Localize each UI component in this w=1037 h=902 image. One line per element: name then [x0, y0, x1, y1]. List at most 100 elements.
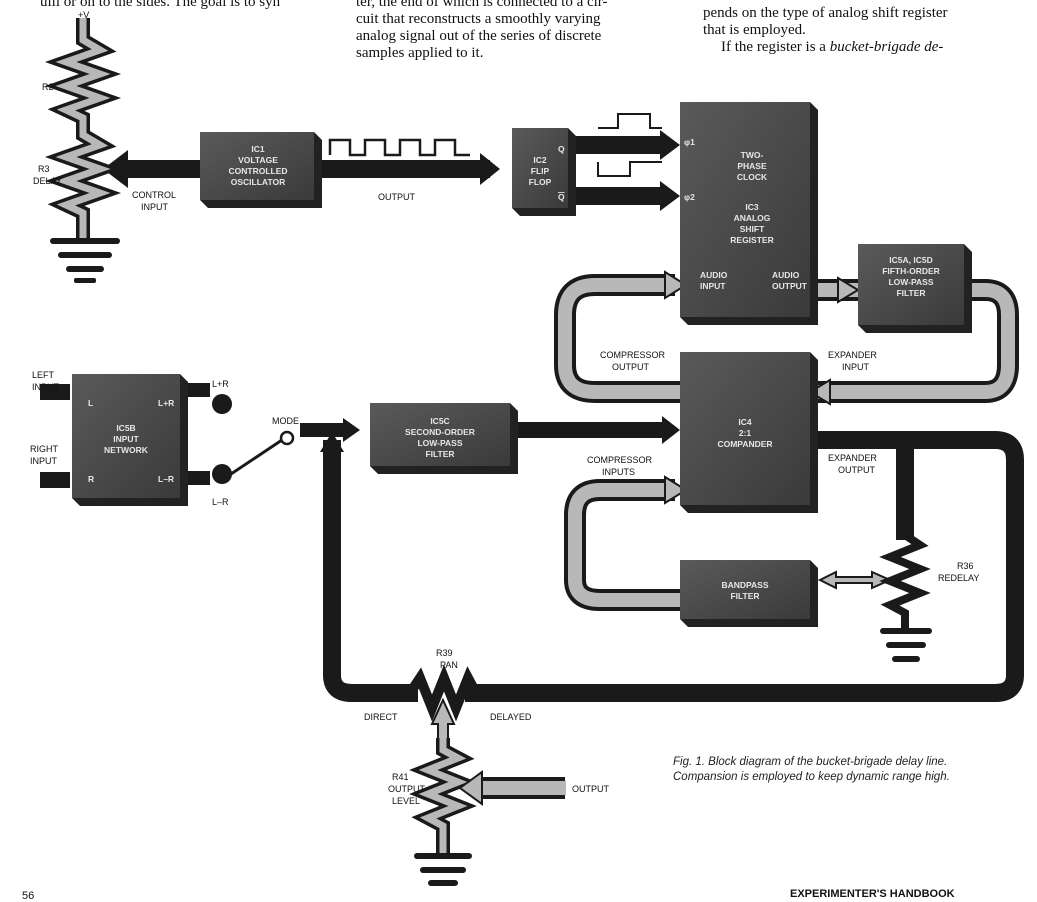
r-pin-label: R [88, 474, 94, 484]
r41-output-label: OUTPUT [388, 784, 426, 794]
expander-input-label: EXPANDER [828, 350, 877, 360]
svg-text:LOW-PASS: LOW-PASS [417, 438, 462, 448]
svg-text:FILTER: FILTER [425, 449, 454, 459]
ic5c-block [370, 403, 518, 474]
svg-text:OSCILLATOR: OSCILLATOR [231, 177, 285, 187]
ic1-block [200, 132, 322, 208]
ground-r41 [414, 853, 472, 886]
svg-text:IC2: IC2 [533, 155, 547, 165]
r36-label: R36 [957, 561, 974, 571]
q-bar-label: Q [558, 192, 565, 202]
r2-label: R2 [42, 82, 54, 92]
compressor-inputs-label: COMPRESSOR [587, 455, 653, 465]
right-input-label: RIGHT [30, 444, 59, 454]
compressor-output-label: COMPRESSOR [600, 350, 666, 360]
svg-text:TWO-: TWO- [741, 150, 764, 160]
r39-pan-label: PAN [440, 660, 458, 670]
svg-text:CONTROLLED: CONTROLLED [228, 166, 287, 176]
ic4-block [680, 352, 818, 513]
ic3-block [680, 102, 818, 325]
ground-r36 [880, 628, 932, 662]
ic2-block [512, 128, 576, 216]
svg-text:FLOP: FLOP [529, 177, 552, 187]
control-input-label-2: INPUT [141, 202, 169, 212]
svg-text:COMPANDER: COMPANDER [717, 439, 772, 449]
svg-text:FILTER: FILTER [730, 591, 759, 601]
compressor-output-label-2: OUTPUT [612, 362, 650, 372]
expander-input-label-2: INPUT [842, 362, 870, 372]
direct-label: DIRECT [364, 712, 398, 722]
bandpass-block [680, 560, 818, 627]
phase2-waveform [597, 161, 662, 177]
ic5a-block [858, 244, 972, 333]
svg-text:2:1: 2:1 [739, 428, 752, 438]
svg-text:ANALOG: ANALOG [734, 213, 771, 223]
audio-input-label: AUDIO [700, 270, 728, 280]
grey-arrowheads [664, 270, 860, 505]
svg-text:BANDPASS: BANDPASS [721, 580, 768, 590]
output-arrow [458, 770, 566, 806]
l-minus-r-label: L–R [212, 497, 229, 507]
expander-output-label-2: OUTPUT [838, 465, 876, 475]
bandpass-arrow [817, 570, 893, 590]
figure-caption: Fig. 1. Block diagram of the bucket-brig… [673, 756, 950, 783]
delayed-label: DELAYED [490, 712, 532, 722]
ic2-text: IC2 FLIP FLOP [529, 155, 552, 187]
page-number: 56 [22, 890, 35, 902]
svg-text:REGISTER: REGISTER [730, 235, 773, 245]
q-label: Q [558, 144, 565, 154]
svg-text:IC5B: IC5B [116, 423, 135, 433]
svg-text:INPUT: INPUT [113, 434, 139, 444]
audio-input-label-2: INPUT [700, 281, 726, 291]
svg-text:FLIP: FLIP [531, 166, 550, 176]
ic5b-text: IC5B INPUT NETWORK [104, 423, 149, 455]
column3-text: pends on the type of analog shift regist… [703, 5, 948, 55]
svg-text:FIFTH-ORDER: FIFTH-ORDER [882, 266, 940, 276]
r39-label: R39 [436, 648, 453, 658]
l-plus-r-terminal [212, 394, 232, 414]
vco-output-label: OUTPUT [378, 192, 416, 202]
control-input-label: CONTROL [132, 190, 176, 200]
svg-text:IC4: IC4 [738, 417, 752, 427]
svg-text:NETWORK: NETWORK [104, 445, 149, 455]
svg-text:SHIFT: SHIFT [740, 224, 765, 234]
signal-paths [40, 136, 1024, 702]
phi1-label: φ1 [684, 137, 695, 147]
ic3-text: TWO- PHASE CLOCK IC3 ANALOG SHIFT REGIST… [730, 150, 773, 245]
bandpass-text: BANDPASS FILTER [721, 580, 768, 601]
left-input-label: LEFT [32, 370, 55, 380]
r41-level-label: LEVEL [392, 796, 420, 806]
black-arrowheads [103, 130, 680, 452]
ic5a-text: IC5A, IC5D FIFTH-ORDER LOW-PASS FILTER [882, 255, 940, 298]
svg-text:VOLTAGE: VOLTAGE [238, 155, 278, 165]
compressor-inputs-label-2: INPUTS [602, 467, 635, 477]
svg-text:SECOND-ORDER: SECOND-ORDER [405, 427, 475, 437]
r36-redelay-label: REDELAY [938, 573, 979, 583]
ic5b-block [72, 374, 188, 506]
svg-text:CLOCK: CLOCK [737, 172, 768, 182]
mode-switch-lever [230, 438, 283, 476]
expander-output-label: EXPANDER [828, 453, 877, 463]
l-plus-r-label: L+R [212, 379, 229, 389]
column1-text: ulli or on to the sides. The goal is to … [40, 0, 281, 10]
r3-label: R3 [38, 164, 50, 174]
phi2-label: φ2 [684, 192, 695, 202]
svg-text:IC5C: IC5C [430, 416, 449, 426]
l-pin-label: L [88, 398, 93, 408]
svg-text:FILTER: FILTER [896, 288, 925, 298]
ic4-text: IC4 2:1 COMPANDER [717, 417, 772, 449]
ic5c-text: IC5C SECOND-ORDER LOW-PASS FILTER [405, 416, 475, 459]
l-minus-r-pin-label: L–R [158, 474, 174, 484]
output-label: OUTPUT [572, 784, 610, 794]
audio-output-label: AUDIO [772, 270, 800, 280]
svg-text:IC5A, IC5D: IC5A, IC5D [889, 255, 932, 265]
ic1-text: IC1 VOLTAGE CONTROLLED OSCILLATOR [228, 144, 287, 187]
svg-text:PHASE: PHASE [737, 161, 767, 171]
svg-text:IC1: IC1 [251, 144, 265, 154]
svg-text:IC3: IC3 [745, 202, 759, 212]
right-input-label-2: INPUT [30, 456, 58, 466]
l-plus-r-pin-label: L+R [158, 398, 174, 408]
svg-text:LOW-PASS: LOW-PASS [888, 277, 933, 287]
phase1-waveform [598, 113, 662, 129]
mode-label: MODE [272, 416, 299, 426]
